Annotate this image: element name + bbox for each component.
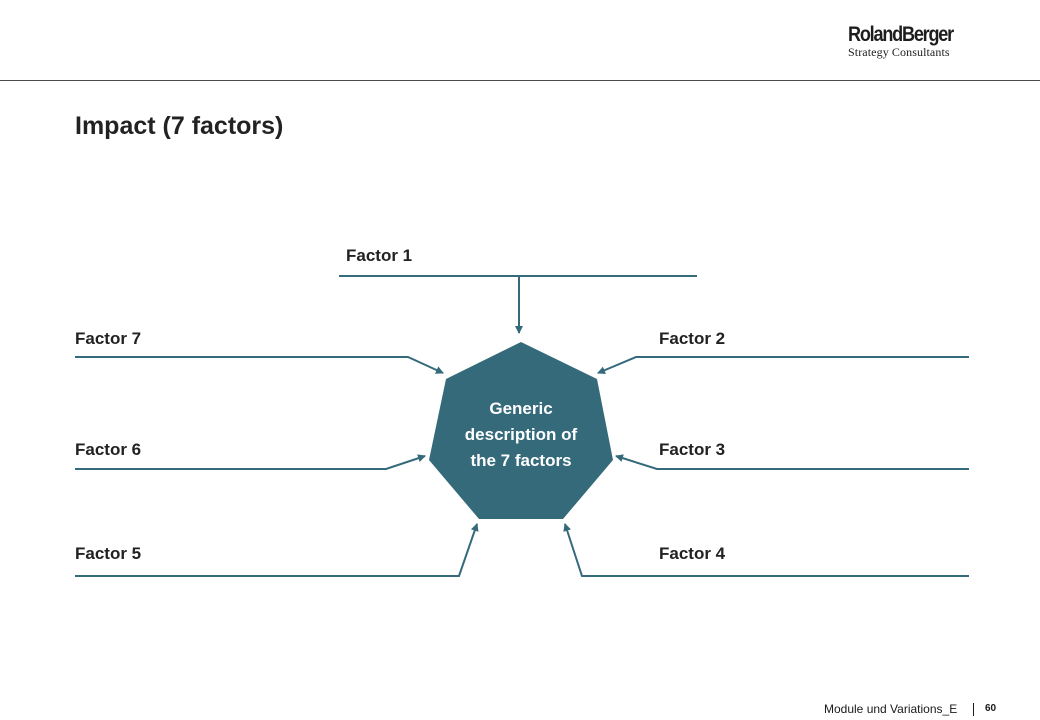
factor-7-connector [75,356,444,374]
factor-6-connector [75,454,426,470]
center-heptagon [429,342,613,519]
logo-subtitle: Strategy Consultants [848,45,950,59]
factor-6-label: Factor 6 [75,440,142,459]
factor-4-label: Factor 4 [659,544,726,563]
factor-1-label: Factor 1 [346,246,413,265]
factor-1-connector [339,275,697,334]
factor-5-connector [75,523,479,577]
header-divider [0,80,1040,81]
company-logo: RolandBerger Strategy Consultants [848,24,968,59]
footer-module-text: Module und Variations_E [824,702,958,716]
center-description: Generic description of the 7 factors [441,396,601,474]
factor-4-connector [563,523,969,577]
factor-7-label: Factor 7 [75,329,142,348]
center-description-line-3: the 7 factors [470,451,572,470]
factor-2-connector [597,356,969,374]
factor-5-label: Factor 5 [75,544,142,563]
factor-2-label: Factor 2 [659,329,726,348]
page-number: 60 [985,703,997,714]
logo-brand: RolandBerger [848,23,954,46]
footer-separator [973,703,974,716]
center-description-line-1: Generic [489,399,553,418]
factor-3-label: Factor 3 [659,440,726,459]
page-title: Impact (7 factors) [75,112,284,140]
center-description-line-2: description of [464,425,578,444]
factor-3-connector [615,454,969,470]
